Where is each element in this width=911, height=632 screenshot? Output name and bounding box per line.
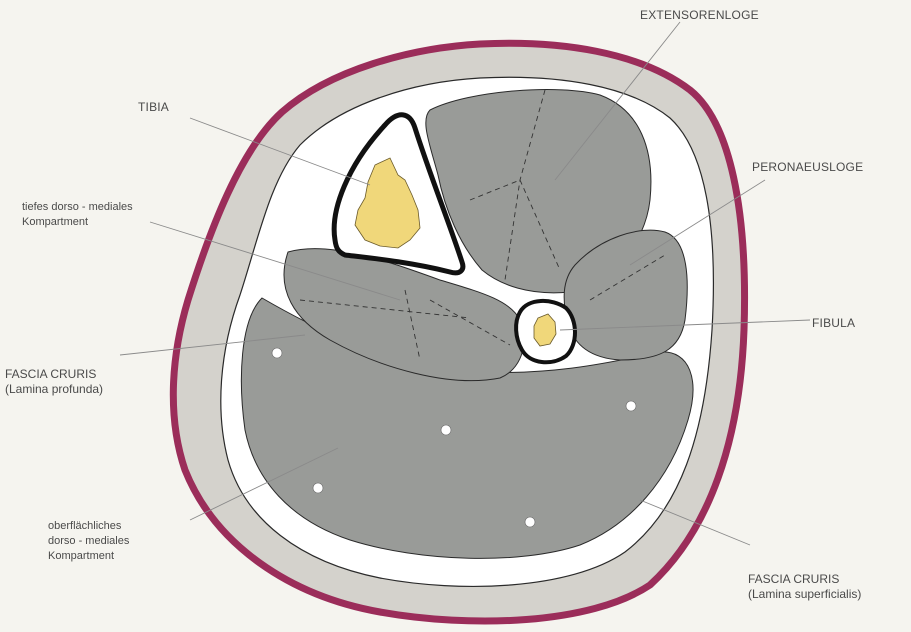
label-tiefes-line1: tiefes dorso - mediales xyxy=(22,200,133,215)
label-fascia-profunda: FASCIA CRURIS (Lamina profunda) xyxy=(5,367,103,397)
vessel-dot xyxy=(272,348,282,358)
label-oberflaechliches-line3: Kompartment xyxy=(48,549,129,564)
label-fascia-superficialis-line1: FASCIA CRURIS xyxy=(748,572,861,587)
label-oberflaechliches-kompartment: oberflächliches dorso - mediales Kompart… xyxy=(48,519,129,564)
vessel-dot xyxy=(525,517,535,527)
label-oberflaechliches-line1: oberflächliches xyxy=(48,519,129,534)
label-tibia: TIBIA xyxy=(138,100,169,115)
label-fibula: FIBULA xyxy=(812,316,855,331)
label-oberflaechliches-line2: dorso - mediales xyxy=(48,534,129,549)
vessel-dot xyxy=(313,483,323,493)
label-peronaeusloge: PERONAEUSLOGE xyxy=(752,160,863,175)
vessel-dot xyxy=(441,425,451,435)
label-fascia-profunda-line1: FASCIA CRURIS xyxy=(5,367,103,382)
label-extensorenloge: EXTENSORENLOGE xyxy=(640,8,759,23)
label-fascia-superficialis: FASCIA CRURIS (Lamina superficialis) xyxy=(748,572,861,602)
label-tiefes-kompartment: tiefes dorso - mediales Kompartment xyxy=(22,200,133,230)
label-fascia-superficialis-line2: (Lamina superficialis) xyxy=(748,587,861,602)
label-fascia-profunda-line2: (Lamina profunda) xyxy=(5,382,103,397)
label-tiefes-line2: Kompartment xyxy=(22,215,133,230)
vessel-dot xyxy=(626,401,636,411)
